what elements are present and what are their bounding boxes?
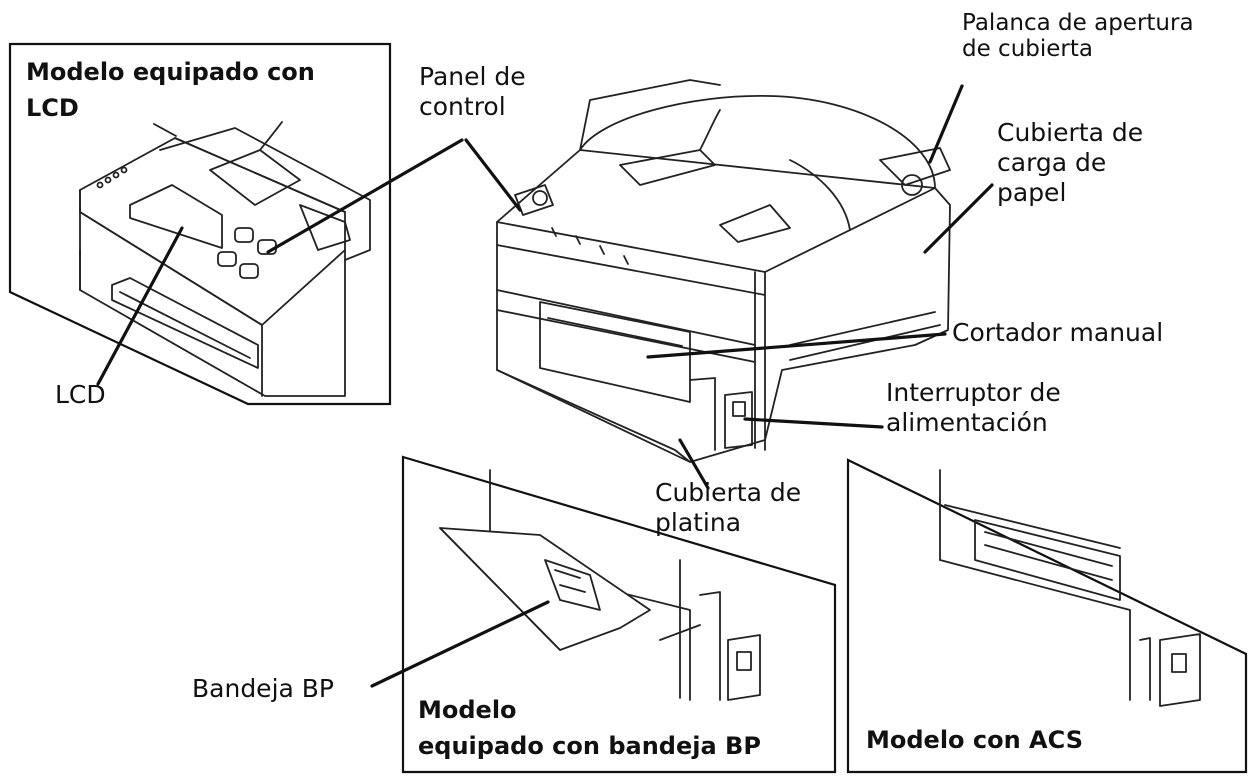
cover-lever-line-1: Palanca de apertura: [962, 10, 1194, 36]
power-switch-line-2: alimentación: [886, 408, 1061, 438]
bp-model-title-line-1: Modelo: [418, 692, 761, 728]
bp-model-title-line-2: equipado con bandeja BP: [418, 728, 761, 764]
power-switch-line-1: Interruptor de: [886, 378, 1061, 408]
main-printer-illustration: [497, 80, 950, 462]
cover-lever-line-2: de cubierta: [962, 36, 1194, 62]
platen-cover-line-2: platina: [655, 508, 801, 538]
paper-cover-line-3: papel: [997, 178, 1143, 208]
platen-cover-label: Cubierta de platina: [655, 478, 801, 538]
manual-cutter-label: Cortador manual: [952, 318, 1163, 348]
lcd-label: LCD: [55, 380, 106, 410]
bp-model-title: Modelo equipado con bandeja BP: [418, 692, 761, 764]
bp-tray-label: Bandeja BP: [192, 674, 334, 704]
paper-cover-line-2: carga de: [997, 148, 1143, 178]
lcd-model-title: Modelo equipado con LCD: [26, 54, 315, 126]
control-panel-line-1: Panel de: [419, 62, 526, 92]
lcd-model-title-line-1: Modelo equipado con: [26, 54, 315, 90]
platen-cover-line-1: Cubierta de: [655, 478, 801, 508]
power-switch-label: Interruptor de alimentación: [886, 378, 1061, 438]
leader-control-panel-main: [466, 140, 520, 210]
lcd-model-title-line-2: LCD: [26, 90, 315, 126]
control-panel-line-2: control: [419, 92, 526, 122]
cover-lever-label: Palanca de apertura de cubierta: [962, 10, 1194, 62]
paper-cover-line-1: Cubierta de: [997, 118, 1143, 148]
acs-model-title: Modelo con ACS: [866, 722, 1083, 758]
paper-cover-label: Cubierta de carga de papel: [997, 118, 1143, 208]
leader-cover-lever: [930, 86, 962, 162]
control-panel-label: Panel de control: [419, 62, 526, 122]
